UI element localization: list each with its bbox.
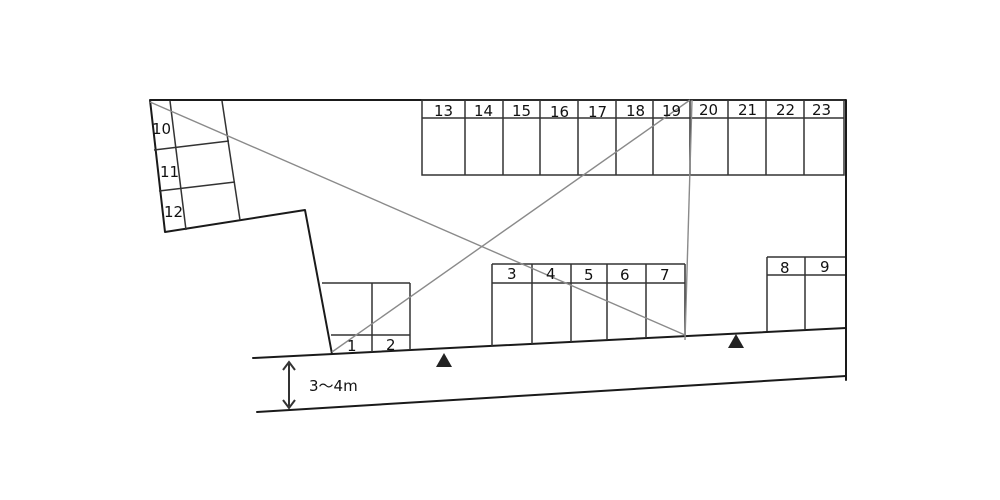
space-label-23: 23: [812, 101, 831, 119]
space-label-19: 19: [662, 102, 681, 120]
space-label-1: 1: [347, 337, 357, 355]
space-label-2: 2: [386, 336, 396, 354]
space-label-4: 4: [546, 265, 556, 283]
space-labels: 1 2 3 4 5 6 7 8 9 10 11 12 13 14 15 16 1…: [152, 101, 831, 355]
space-label-3: 3: [507, 265, 517, 283]
entrance-marker-right: [728, 334, 744, 348]
space-label-13: 13: [434, 102, 453, 120]
space-label-5: 5: [584, 266, 594, 284]
spaces-3-7: [491, 263, 686, 346]
space-label-7: 7: [660, 266, 670, 284]
space-label-15: 15: [512, 102, 531, 120]
space-label-14: 14: [474, 102, 493, 120]
space-label-6: 6: [620, 266, 630, 284]
entrance-marker-left: [436, 353, 452, 367]
space-label-18: 18: [626, 102, 645, 120]
space-label-22: 22: [776, 101, 795, 119]
road-edge-top: [252, 327, 847, 359]
road-edge-bottom: [256, 375, 847, 413]
space-label-20: 20: [699, 101, 718, 119]
space-label-8: 8: [780, 259, 790, 277]
space-label-17: 17: [588, 103, 607, 121]
space-label-9: 9: [820, 258, 830, 276]
diagonal-lines: [149, 99, 693, 353]
space-label-10: 10: [152, 120, 171, 138]
spaces-8-9: [766, 256, 845, 331]
space-label-21: 21: [738, 101, 757, 119]
spaces-1-2: [322, 282, 411, 352]
space-label-16: 16: [550, 103, 569, 121]
road-width-arrow: [282, 360, 296, 410]
left-spaces: [153, 100, 241, 231]
space-label-11: 11: [160, 163, 179, 181]
lot-outline: [149, 99, 847, 381]
space-label-12: 12: [164, 203, 183, 221]
road-width-label: 3～4m: [309, 377, 358, 395]
